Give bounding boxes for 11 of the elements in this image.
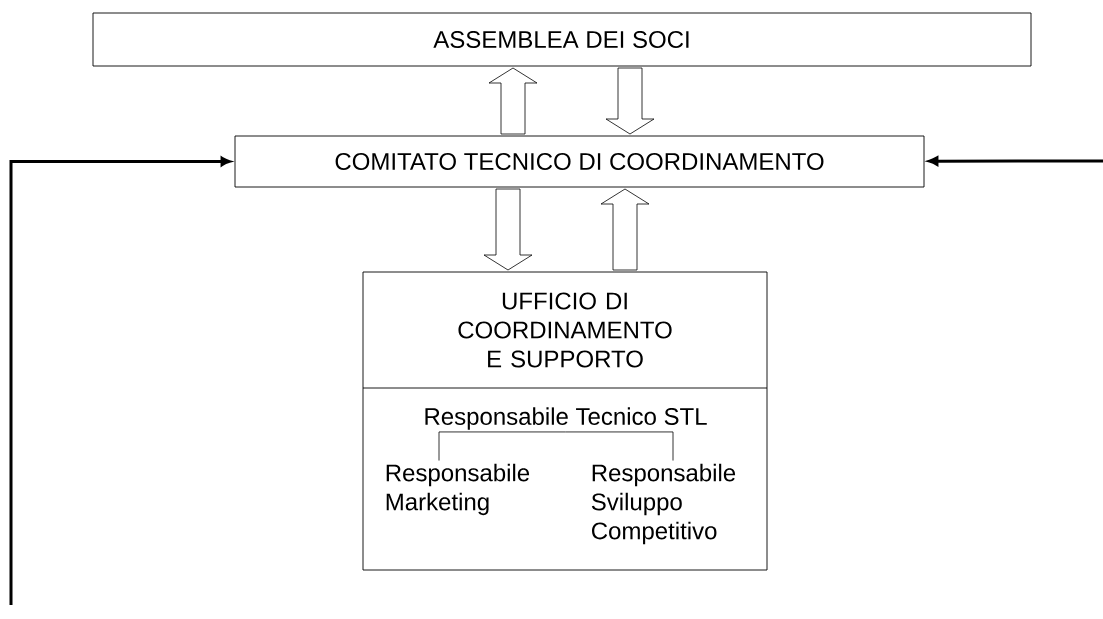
role-label: Responsabile Sviluppo Competitivo xyxy=(591,463,736,545)
connector-line xyxy=(438,431,566,461)
process-box: ASSEMBLEA DEI SOCI xyxy=(92,12,1032,67)
block-arrow xyxy=(605,67,655,135)
connector-line xyxy=(565,431,674,461)
block-arrow xyxy=(600,188,650,271)
block-arrow xyxy=(483,188,533,271)
process-box: COMITATO TECNICO DI COORDINAMENTO xyxy=(234,135,925,188)
block-arrow xyxy=(488,67,538,135)
role-label: Responsabile Tecnico STL xyxy=(425,407,707,430)
role-label: Responsabile Marketing xyxy=(386,463,530,516)
